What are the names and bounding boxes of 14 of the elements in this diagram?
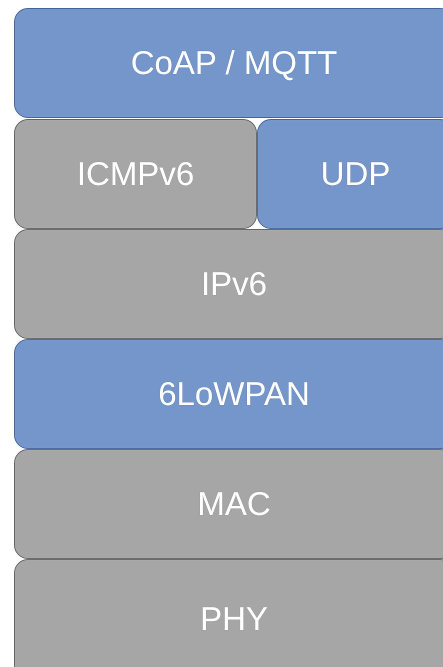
protocol-layer [14, 339, 443, 449]
layer-label: 6LoWPAN [158, 375, 310, 413]
layer-label: UDP [320, 155, 390, 193]
protocol-layer [14, 559, 443, 667]
protocol-layer [14, 229, 443, 339]
protocol-layer [257, 119, 443, 229]
protocol-layer [14, 8, 443, 118]
layer-label: MAC [197, 485, 271, 523]
protocol-layer [14, 119, 257, 229]
layer-label: ICMPv6 [76, 155, 194, 193]
layer-label: CoAP / MQTT [130, 44, 338, 82]
layer-label: IPv6 [200, 265, 268, 303]
layer-label: PHY [200, 600, 268, 638]
protocol-layer [14, 449, 443, 559]
